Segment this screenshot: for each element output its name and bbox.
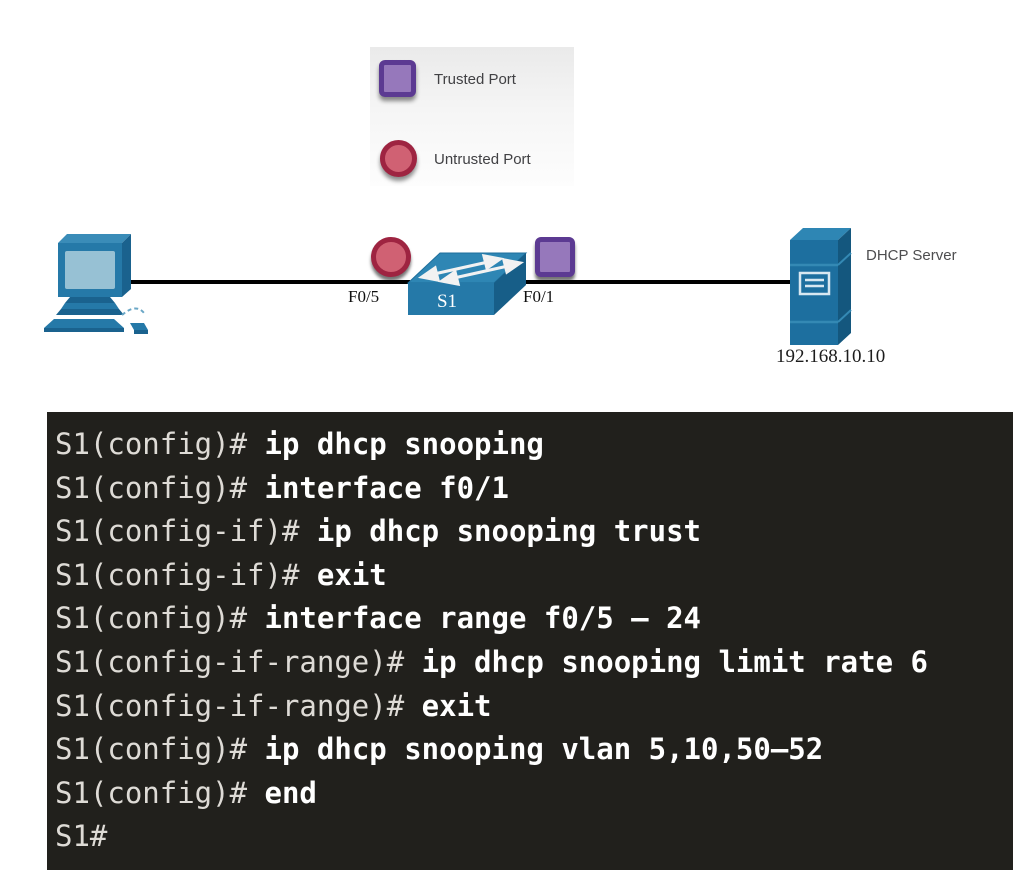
legend-untrusted-label: Untrusted Port: [434, 151, 531, 168]
cli-prompt: S1(config)#: [55, 601, 265, 636]
switch-label: S1: [437, 291, 457, 312]
cli-prompt: S1(config)#: [55, 427, 265, 461]
cli-prompt: S1(config-if-range)#: [55, 688, 422, 723]
cli-prompt: S1(config-if)#: [55, 557, 317, 592]
cli-prompt: S1#: [55, 819, 108, 854]
cli-prompt: S1(config)#: [55, 470, 265, 505]
legend-trusted-label: Trusted Port: [434, 71, 516, 88]
cli-command: exit: [421, 688, 492, 723]
cli-terminal[interactable]: S1(config)# ip dhcp snooping S1(config)#…: [47, 412, 1013, 870]
pc-icon: [44, 234, 148, 334]
legend: Trusted Port Untrusted Port: [370, 47, 574, 186]
terminal-line: S1(config-if)# exit: [55, 554, 1007, 598]
dhcp-server-icon: [790, 228, 852, 345]
trusted-port-icon: [379, 60, 416, 97]
terminal-line: S1(config)# interface f0/1: [55, 467, 1007, 511]
cli-command: end: [264, 775, 317, 810]
cli-prompt: S1(config)#: [55, 775, 265, 810]
untrusted-port-icon: [380, 140, 417, 177]
terminal-line: S1(config)# end: [55, 772, 1007, 816]
terminal-line: S1(config-if-range)# ip dhcp snooping li…: [55, 641, 1007, 685]
cli-command: ip dhcp snooping vlan 5,10,50–52: [264, 732, 824, 767]
untrusted-port-marker: [371, 237, 411, 277]
cli-prompt: S1(config-if-range)#: [55, 644, 422, 679]
cli-command: exit: [316, 557, 387, 592]
server-ip-label: 192.168.10.10: [776, 346, 886, 367]
terminal-line: S1(config-if-range)# exit: [55, 685, 1007, 729]
server-label: DHCP Server: [866, 247, 957, 264]
link-switch-to-server: [496, 280, 792, 284]
cli-command: ip dhcp snooping: [264, 427, 544, 461]
cli-command: interface f0/1: [264, 470, 509, 505]
link-pc-to-switch: [124, 280, 410, 284]
terminal-line: S1(config-if)# ip dhcp snooping trust: [55, 510, 1007, 554]
trusted-port-marker: [535, 237, 575, 277]
port-label-f01: F0/1: [523, 287, 555, 306]
cli-prompt: S1(config-if)#: [55, 514, 317, 549]
switch-icon: S1: [406, 252, 528, 315]
terminal-line: S1(config)# ip dhcp snooping vlan 5,10,5…: [55, 728, 1007, 772]
terminal-line: S1(config)# interface range f0/5 – 24: [55, 597, 1007, 641]
port-label-f05: F0/5: [348, 287, 380, 306]
terminal-line: S1#: [55, 815, 1007, 859]
terminal-line: S1(config)# ip dhcp snooping: [55, 423, 1007, 467]
cli-command: ip dhcp snooping limit rate 6: [421, 644, 928, 679]
cli-command: interface range f0/5 – 24: [264, 601, 702, 636]
cli-prompt: S1(config)#: [55, 732, 265, 767]
cli-command: ip dhcp snooping trust: [316, 514, 702, 549]
